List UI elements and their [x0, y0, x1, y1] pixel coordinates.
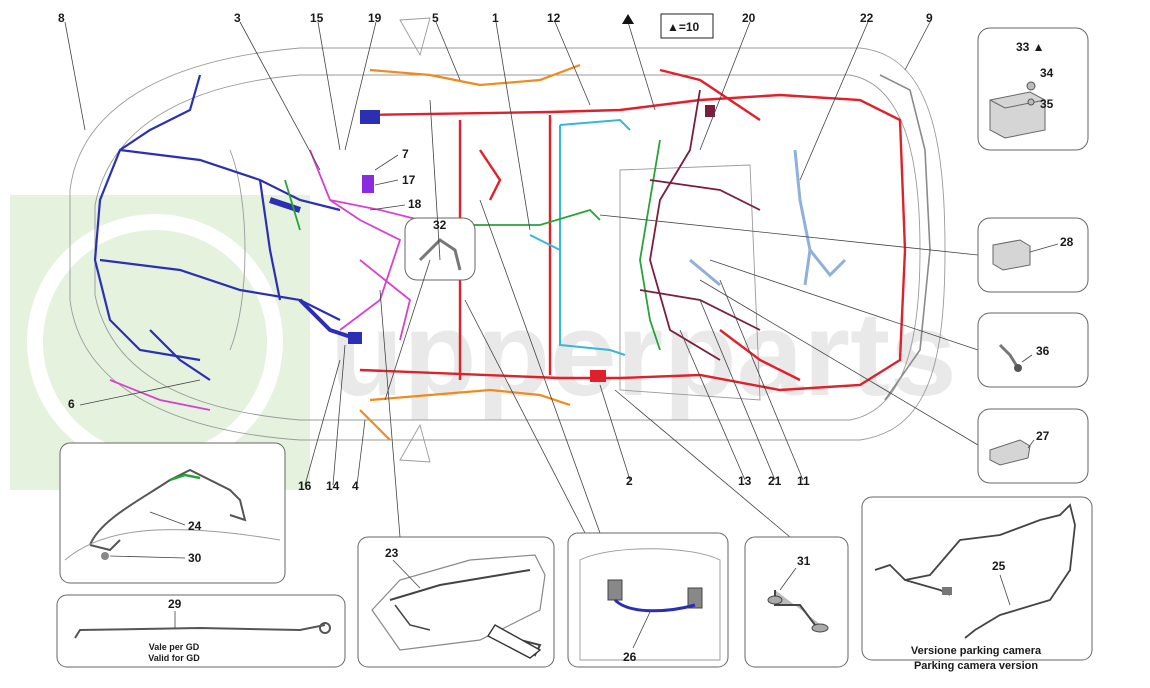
triangle-note: ▲=10	[667, 20, 700, 34]
callout-12: 12	[547, 11, 561, 25]
callout-6: 6	[68, 397, 75, 411]
callout-22: 22	[860, 11, 874, 25]
callout-28: 28	[1060, 235, 1074, 249]
callout-17: 17	[402, 173, 416, 187]
detail-box-24: 24 30	[59, 442, 286, 584]
triangle-icon	[622, 14, 634, 24]
callout-29: 29	[168, 597, 182, 611]
callout-31: 31	[797, 554, 811, 568]
harness-grey	[879, 74, 931, 401]
callout-34: 34	[1040, 66, 1054, 80]
watermark: upperparts	[10, 195, 957, 490]
leader-lines	[64, 21, 979, 538]
parking-camera-italian: Versione parking camera	[911, 645, 1042, 657]
harness-cyan	[529, 118, 631, 356]
detail-box-25: 25 Versione parking camera Parking camer…	[861, 496, 1093, 672]
detail-box-29: 29 Vale per GD Valid for GD	[56, 594, 346, 668]
callout-13: 13	[738, 474, 752, 488]
callout-23: 23	[385, 546, 399, 560]
callout-35: 35	[1040, 97, 1054, 111]
callout-25: 25	[992, 559, 1006, 573]
harness-magenta	[109, 149, 421, 411]
callout-18: 18	[408, 197, 422, 211]
gd-note-english: Valid for GD	[148, 653, 200, 663]
callout-14: 14	[326, 479, 340, 493]
watermark-text: upperparts	[330, 287, 957, 421]
detail-box-28: 28	[977, 217, 1089, 293]
callout-32: 32	[433, 218, 447, 232]
connector-blocks	[348, 105, 715, 382]
harness-lightblue	[689, 149, 847, 287]
parking-camera-english: Parking camera version	[914, 660, 1038, 672]
callout-27: 27	[1036, 429, 1050, 443]
callout-30: 30	[188, 551, 202, 565]
callout-8: 8	[58, 11, 65, 25]
callout-5: 5	[432, 11, 439, 25]
callout-32-inset	[404, 217, 476, 281]
top-callouts: 8 3 15 19 5 1 12 ▲=10 20 22 9	[58, 11, 933, 39]
callout-24: 24	[188, 519, 202, 533]
callout-11: 11	[797, 474, 810, 488]
gd-note-italian: Vale per GD	[149, 642, 200, 652]
callout-36: 36	[1036, 344, 1050, 358]
callout-20: 20	[742, 11, 756, 25]
triangle-note-box	[660, 13, 714, 39]
callout-9: 9	[926, 11, 933, 25]
car-outline	[69, 17, 946, 463]
callout-19: 19	[368, 11, 382, 25]
harness-orange	[359, 63, 581, 441]
detail-box-36: 36	[977, 312, 1089, 388]
detail-box-33: 33 ▲ 34 35	[977, 27, 1089, 151]
callout-3: 3	[234, 11, 241, 25]
callout-1: 1	[492, 11, 499, 25]
callout-33: 33 ▲	[1016, 40, 1045, 54]
callout-2: 2	[626, 474, 633, 488]
detail-box-26: 26	[567, 532, 729, 668]
mid-callouts: 7 17 18 32 6 16 14 4 2 13 21 11	[68, 147, 810, 493]
callout-21: 21	[768, 474, 782, 488]
detail-box-27: 27	[977, 408, 1089, 484]
callout-15: 15	[310, 11, 324, 25]
callout-16: 16	[298, 479, 312, 493]
callout-26: 26	[623, 650, 637, 664]
callout-7: 7	[402, 147, 409, 161]
detail-box-23: 23	[357, 536, 555, 668]
detail-box-31: 31	[744, 536, 849, 668]
callout-4: 4	[352, 479, 359, 493]
